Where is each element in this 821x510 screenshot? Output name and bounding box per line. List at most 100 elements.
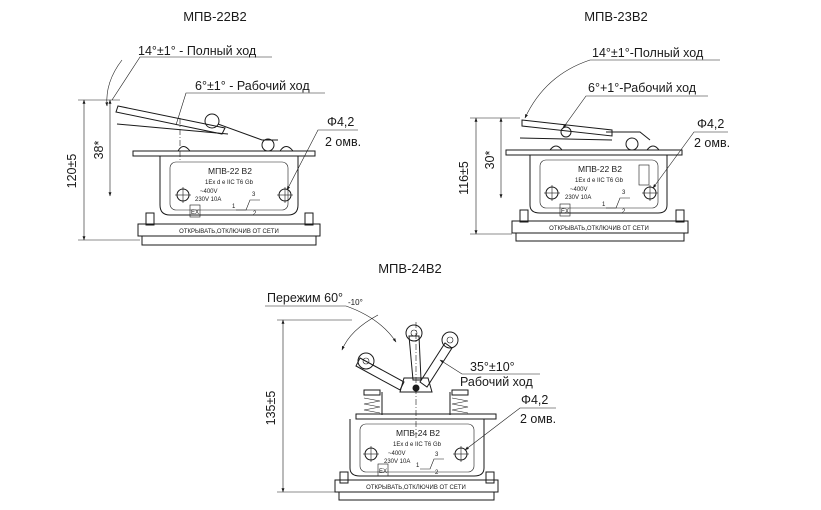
ex-badge-side — [638, 164, 650, 186]
full-travel-arc — [105, 59, 123, 107]
overtravel-tolerance: -10° — [348, 298, 363, 307]
drawing-mpv24: МПВ-24В2 Пережим 60° -10° 35°±10° Рабочи… — [264, 261, 556, 501]
ex-badge — [377, 463, 389, 477]
housing — [159, 156, 299, 216]
hole-count-label: 2 омв. — [520, 412, 556, 426]
ex-mark: EX — [191, 210, 199, 216]
hole-count-label: 2 омв. — [325, 135, 361, 149]
working-travel-label: Рабочий ход — [460, 375, 533, 389]
ex-badge — [189, 204, 201, 218]
height-dimension-label: 135±5 — [264, 391, 278, 426]
bracket — [279, 146, 294, 152]
full-travel-label: 14°±1° - Полный ход — [138, 44, 257, 58]
spring-left — [363, 389, 381, 414]
working-travel-leader — [562, 95, 708, 129]
lever-arm — [115, 105, 226, 135]
screw — [519, 209, 529, 223]
contact-symbol — [420, 458, 444, 470]
spring-coil — [451, 397, 469, 414]
roller-hub — [362, 357, 370, 365]
terminal-label: 2 — [622, 209, 626, 215]
plate-voltage-2: 230V 10A — [384, 459, 410, 465]
warning-text: ОТКРЫВАТЬ,ОТКЛЮЧИВ ОТ СЕТИ — [549, 226, 649, 232]
screw — [304, 212, 314, 226]
terminal-label: 3 — [435, 452, 439, 458]
spring-coil — [363, 397, 381, 414]
lever-arm-right — [419, 342, 453, 388]
drawing-title: МПВ-22В2 — [183, 9, 247, 24]
roller — [357, 352, 375, 370]
lever-arm-center — [408, 335, 422, 381]
mounting-plate — [355, 413, 497, 420]
ex-badge — [559, 203, 571, 217]
lever-arm-left — [355, 357, 405, 391]
plate-voltage-1: ~400V — [570, 187, 588, 193]
plate-voltage-1: ~400V — [388, 451, 406, 457]
plate-ex-marking: 1Ex d e IIC T6 Gb — [393, 442, 442, 448]
screw — [485, 471, 495, 484]
hole-leader — [464, 407, 556, 451]
plate-ex-marking: 1Ex d e IIC T6 Gb — [575, 178, 624, 184]
plate-voltage-1: ~400V — [200, 189, 218, 195]
overtravel-label: Пережим 60° — [267, 291, 343, 305]
screw — [339, 471, 349, 484]
height-dimension-label: 116±5 — [457, 161, 471, 195]
terminal-label: 3 — [252, 192, 256, 198]
roller — [204, 113, 220, 129]
plate-model: МПВ-22 В2 — [578, 164, 622, 174]
warning-text: ОТКРЫВАТЬ,ОТКЛЮЧИВ ОТ СЕТИ — [366, 485, 466, 491]
working-travel-leader — [175, 92, 325, 126]
plate-ex-marking: 1Ex d e IIC T6 Gb — [205, 180, 254, 186]
full-travel-label: 14°±1°-Полный ход — [592, 46, 704, 60]
roller-hub — [410, 329, 418, 337]
roller-hub — [446, 336, 454, 344]
terminal-label: 3 — [622, 190, 626, 196]
sub-dimension-label: 38* — [92, 140, 106, 159]
drawing-title: МПВ-23В2 — [584, 9, 648, 24]
base-foot — [515, 232, 685, 242]
roller — [405, 324, 423, 342]
overtravel-leader — [265, 305, 397, 343]
base-foot — [141, 235, 317, 246]
drawing-mpv22: МПВ-22В2 14°±1° - Полный ход 6°±1° - Раб… — [65, 9, 361, 246]
working-travel-leader — [439, 359, 540, 375]
lever-arm-pressed — [519, 137, 613, 141]
working-travel-label: 6°+1°-Рабочий ход — [588, 81, 697, 95]
hole-leader — [652, 131, 728, 189]
base-foot — [338, 491, 495, 501]
overtravel-arc — [341, 314, 379, 351]
roller — [441, 331, 459, 349]
ex-mark: EX — [379, 469, 387, 475]
hole-diameter-label: Φ4,2 — [327, 115, 354, 129]
ex-mark: EX — [561, 209, 569, 215]
housing-inner — [359, 423, 475, 473]
hole-leader — [286, 129, 358, 191]
rotary-lever-assembly — [355, 322, 459, 440]
working-travel-angle: 35°±10° — [470, 360, 515, 374]
plate-model: МПВ-24 В2 — [396, 428, 440, 438]
plate-voltage-2: 230V 10A — [565, 195, 591, 201]
full-travel-leader — [111, 56, 272, 101]
hole-diameter-label: Φ4,2 — [521, 393, 548, 407]
terminal-label: 1 — [416, 463, 420, 469]
contact-symbol — [606, 197, 630, 209]
lever-link — [217, 123, 278, 141]
pivot — [261, 138, 275, 152]
plate-voltage-2: 230V 10A — [195, 197, 221, 203]
screw — [145, 212, 155, 226]
lever-arm-pressed — [116, 123, 229, 135]
warning-text: ОТКРЫВАТЬ,ОТКЛЮЧИВ ОТ СЕТИ — [179, 229, 279, 235]
lever-link — [606, 131, 651, 141]
hole-count-label: 2 омв. — [694, 136, 730, 150]
bracket — [177, 146, 191, 152]
terminal-label: 2 — [253, 211, 257, 217]
housing — [529, 155, 668, 214]
lever-arm — [521, 119, 613, 137]
height-dimension-label: 120±5 — [65, 154, 79, 189]
working-travel-label: 6°±1° - Рабочий ход — [195, 79, 310, 93]
full-travel-leader — [524, 59, 720, 119]
terminal-label: 1 — [232, 204, 236, 210]
plate-model: МПВ-22 В2 — [208, 166, 252, 176]
spring-cap — [451, 389, 469, 396]
